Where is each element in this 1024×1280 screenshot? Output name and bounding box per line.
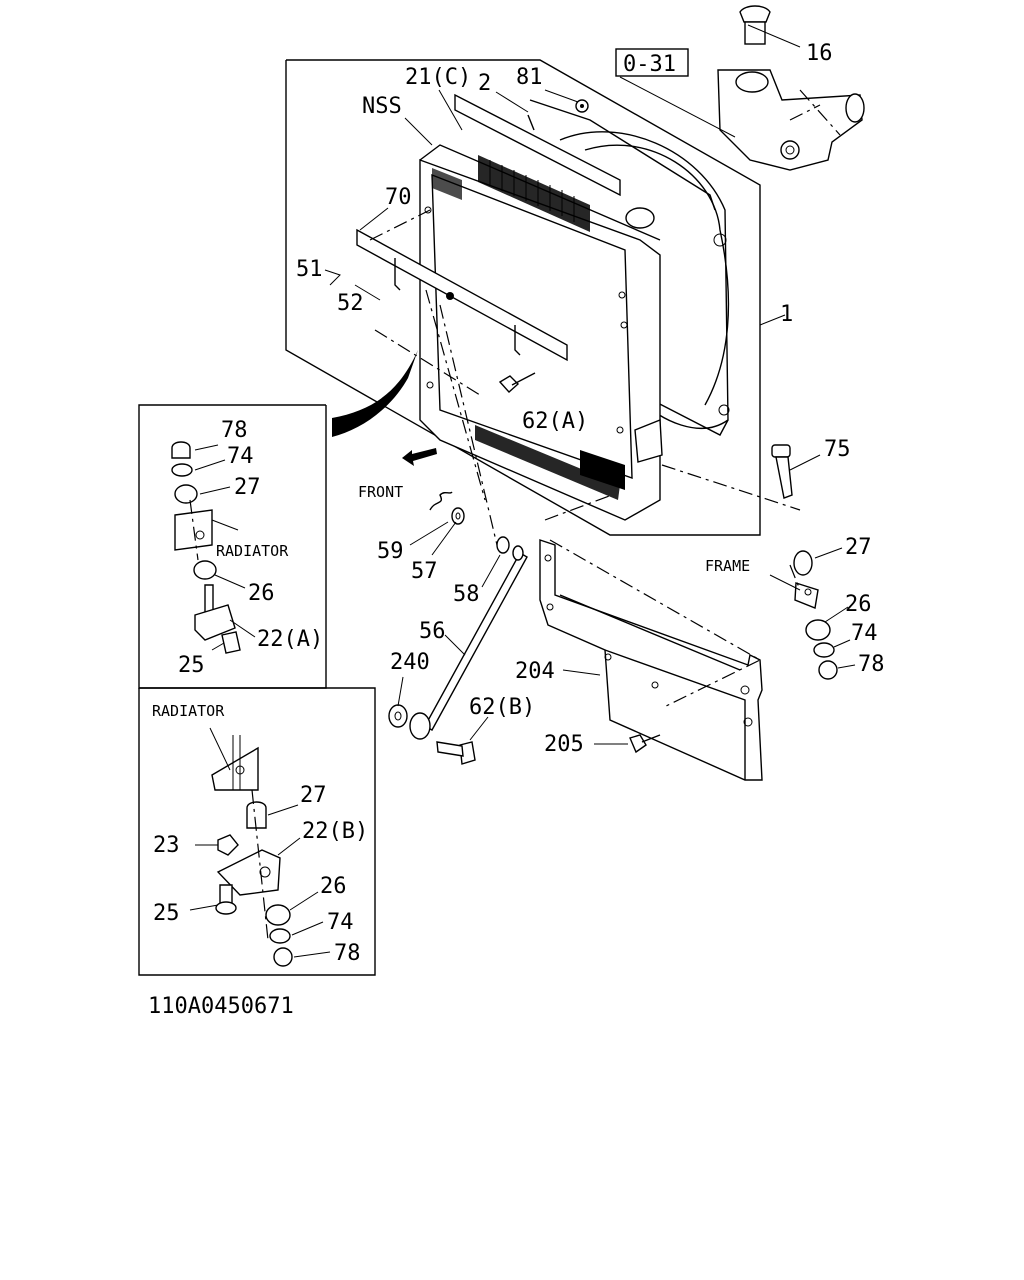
- inset-b-label-23: 23: [153, 833, 180, 858]
- label-52: 52: [337, 291, 364, 316]
- label-58: 58: [453, 582, 480, 607]
- inset-b-frame: [138, 687, 376, 976]
- bolt-62a: [498, 372, 536, 393]
- inset-b-label-27: 27: [300, 783, 327, 808]
- label-26-right: 26: [845, 592, 872, 617]
- inset-b-label-78: 78: [334, 941, 361, 966]
- bolt-62b: [436, 741, 476, 765]
- inset-b-label-74: 74: [327, 910, 354, 935]
- label-205: 205: [544, 732, 584, 757]
- pin-59: [429, 491, 453, 511]
- inset-a-label-radiator: RADIATOR: [216, 542, 289, 560]
- lower-plate: [539, 539, 763, 781]
- front-arrow-icon: [402, 448, 437, 466]
- washer-240: [388, 704, 408, 728]
- stay-rod: [409, 545, 528, 740]
- stay-bar: [356, 228, 568, 362]
- label-74-right: 74: [851, 621, 878, 646]
- label-62a: 62(A): [522, 409, 588, 434]
- leader-lines: [324, 24, 856, 745]
- inset-a-label-22a: 22(A): [257, 627, 323, 652]
- ref-box: [615, 48, 689, 77]
- label-81: 81: [516, 65, 543, 90]
- bolt-75: [771, 444, 793, 499]
- inset-a-parts: [171, 441, 256, 654]
- label-1: 1: [780, 302, 793, 327]
- seal-strip: [454, 93, 716, 211]
- assembly-outline: [285, 59, 761, 536]
- inset-a-label-27: 27: [234, 475, 261, 500]
- label-59: 59: [377, 539, 404, 564]
- inset-a-label-74: 74: [227, 444, 254, 469]
- label-240: 240: [390, 650, 430, 675]
- inset-a-label-78: 78: [221, 418, 248, 443]
- fan-shroud: [559, 131, 730, 436]
- diagram-id: 110A0450671: [148, 994, 294, 1019]
- top-tank-fins: [478, 155, 590, 232]
- label-frame: FRAME: [705, 557, 750, 575]
- inset-b-label-25: 25: [153, 901, 180, 926]
- bolt-205: [629, 734, 661, 754]
- label-62b: 62(B): [469, 695, 535, 720]
- side-bracket: [634, 418, 663, 463]
- label-16: 16: [806, 41, 833, 66]
- bottom-tank-fins: [475, 425, 625, 500]
- inset-b-parts: [189, 727, 331, 967]
- inset-b-label-22b: 22(B): [302, 819, 368, 844]
- ref-box-label: 0-31: [623, 52, 676, 77]
- label-21c: 21(C): [405, 65, 471, 90]
- inset-b-label-26: 26: [320, 874, 347, 899]
- radiator-cap: [739, 5, 771, 45]
- right-mount-stack: [793, 550, 838, 680]
- inset-a-label-25: 25: [178, 653, 205, 678]
- label-75: 75: [824, 437, 851, 462]
- label-front: FRONT: [358, 483, 403, 501]
- label-nss: NSS: [362, 94, 402, 119]
- label-56: 56: [419, 619, 446, 644]
- label-51: 51: [296, 257, 323, 282]
- washer-58: [496, 536, 510, 554]
- inset-a-label-26: 26: [248, 581, 275, 606]
- label-78-right: 78: [858, 652, 885, 677]
- label-27-right: 27: [845, 535, 872, 560]
- label-57: 57: [411, 559, 438, 584]
- label-70: 70: [385, 185, 412, 210]
- nut-81: [575, 99, 589, 113]
- label-2: 2: [478, 71, 491, 96]
- washer-57: [451, 507, 465, 525]
- view-arrow: [332, 350, 418, 437]
- label-204: 204: [515, 659, 555, 684]
- inset-b-label-radiator: RADIATOR: [152, 702, 225, 720]
